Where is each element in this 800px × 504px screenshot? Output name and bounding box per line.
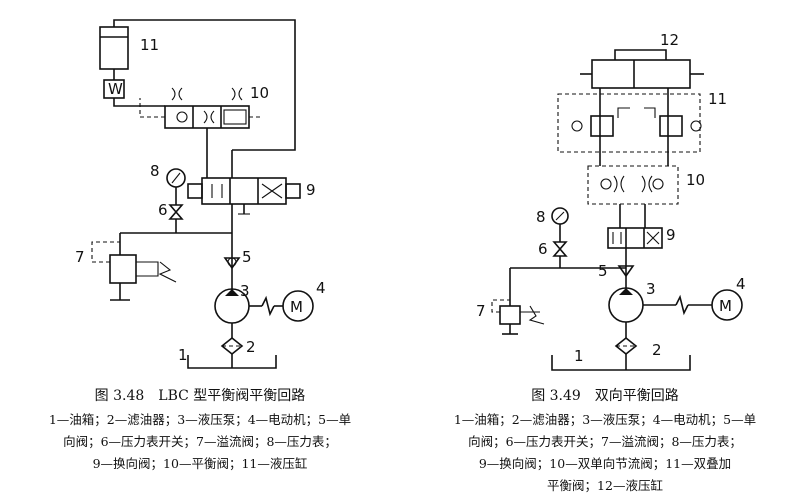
left-number-labels: 1 2 3 4 5 6 7 8 9 10 11	[75, 36, 326, 364]
right-legend-line: 1—油箱；2—滤油器；3—液压泵；4—电动机；5—单	[453, 412, 757, 427]
right-pump-3	[608, 287, 644, 338]
svg-text:2: 2	[246, 338, 256, 356]
left-motor-symbol: M	[290, 298, 303, 316]
svg-text:4: 4	[736, 275, 746, 293]
svg-text:11: 11	[140, 36, 159, 54]
left-directional-valve-9	[187, 177, 301, 215]
right-cylinder-12	[580, 49, 704, 89]
right-legend-line: 9—换向阀；10—双单向节流阀；11—双叠加	[478, 456, 732, 471]
right-caption: 图 3.49 双向平衡回路 1—油箱；2—滤油器；3—液压泵；4—电动机；5—单…	[410, 385, 800, 497]
svg-text:5: 5	[598, 262, 608, 280]
right-gauge-8	[551, 207, 569, 268]
right-number-labels: 1 2 3 4 5 6 7 8 9 10 11 12	[476, 31, 746, 365]
svg-text:8: 8	[536, 208, 546, 226]
right-legend-line: 平衡阀；12—液压缸	[547, 478, 663, 493]
right-circuit: M 1 2 3 4 5 6 7 8 9 10 11 12	[476, 31, 746, 371]
right-relief-valve-7	[491, 268, 545, 335]
svg-text:3: 3	[646, 280, 656, 298]
left-filter-2	[220, 336, 244, 368]
left-relief-valve-7	[91, 233, 177, 301]
svg-text:7: 7	[476, 302, 486, 320]
svg-text:11: 11	[708, 90, 727, 108]
left-cylinder-11: W	[99, 26, 129, 99]
right-legend: 1—油箱；2—滤油器；3—液压泵；4—电动机；5—单 向阀；6—压力表开关；7—…	[410, 409, 800, 497]
left-gauge-8	[166, 168, 186, 233]
left-figure-title: 图 3.48 LBC 型平衡阀平衡回路	[94, 388, 306, 404]
right-motor-4: M	[643, 289, 743, 321]
svg-text:3: 3	[240, 282, 250, 300]
svg-text:1: 1	[178, 346, 188, 364]
svg-text:6: 6	[538, 240, 548, 258]
svg-text:10: 10	[250, 84, 269, 102]
svg-text:8: 8	[150, 162, 160, 180]
left-circuit: W	[75, 19, 326, 369]
left-check-valve-5	[223, 257, 241, 270]
left-legend-line: 1—油箱；2—滤油器；3—液压泵；4—电动机；5—单	[48, 412, 352, 427]
right-legend-line: 向阀；6—压力表开关；7—溢流阀；8—压力表；	[468, 434, 742, 449]
left-motor-4: M	[249, 290, 314, 322]
svg-text:9: 9	[306, 181, 316, 199]
svg-text:9: 9	[666, 226, 676, 244]
right-check-valve-5	[617, 265, 635, 278]
right-filter-2	[614, 336, 638, 370]
right-tank-1	[551, 355, 691, 371]
svg-text:4: 4	[316, 279, 326, 297]
svg-text:12: 12	[660, 31, 679, 49]
svg-text:1: 1	[574, 347, 584, 365]
left-tank-1	[187, 355, 277, 369]
left-legend-line: 向阀；6—压力表开关；7—溢流阀；8—压力表；	[63, 434, 337, 449]
left-load-w: W	[108, 80, 123, 98]
left-legend: 1—油箱；2—滤油器；3—液压泵；4—电动机；5—单 向阀；6—压力表开关；7—…	[0, 409, 400, 475]
right-motor-symbol: M	[719, 297, 732, 315]
svg-text:6: 6	[158, 201, 168, 219]
right-balance-valve-11	[557, 93, 702, 153]
right-throttle-valve-10	[587, 165, 679, 205]
left-caption: 图 3.48 LBC 型平衡阀平衡回路 1—油箱；2—滤油器；3—液压泵；4—电…	[0, 385, 400, 475]
svg-text:5: 5	[242, 248, 252, 266]
right-figure-title: 图 3.49 双向平衡回路	[531, 388, 679, 404]
svg-text:2: 2	[652, 341, 662, 359]
right-directional-valve-9	[607, 227, 663, 249]
left-legend-line: 9—换向阀；10—平衡阀；11—液压缸	[92, 456, 308, 471]
left-balance-valve-10	[139, 87, 262, 129]
svg-text:7: 7	[75, 248, 85, 266]
svg-text:10: 10	[686, 171, 705, 189]
